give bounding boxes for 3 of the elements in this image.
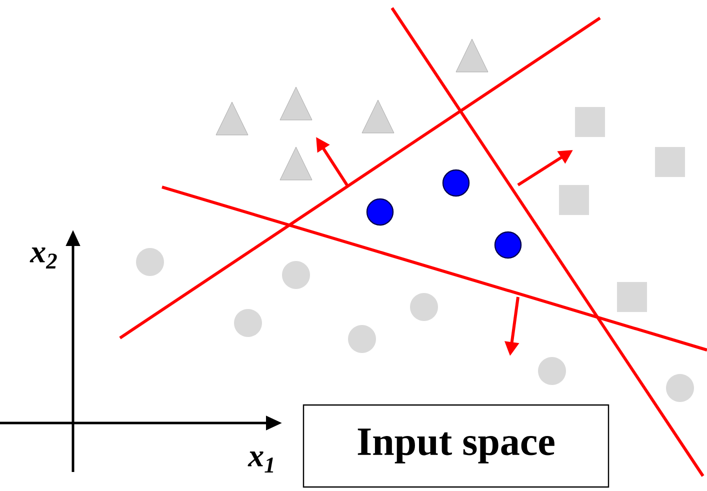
title-box: Input space	[302, 404, 610, 488]
axis-label: x$_{2}$	[30, 248, 57, 268]
axis-label: x$_{1}$	[248, 452, 274, 472]
